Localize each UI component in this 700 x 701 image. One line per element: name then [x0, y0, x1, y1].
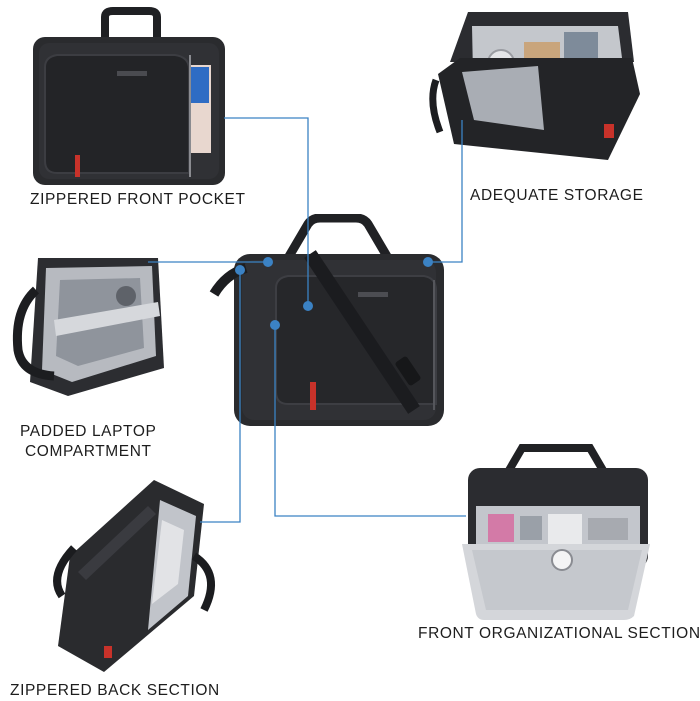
storage-photo: [429, 12, 640, 160]
caption-padded-laptop-line2: COMPARTMENT: [25, 443, 152, 460]
caption-front-organizational-section: FRONT ORGANIZATIONAL SECTION: [418, 625, 700, 642]
main-bag-photo: [209, 214, 444, 426]
caption-zippered-front-pocket: ZIPPERED FRONT POCKET: [30, 191, 246, 208]
caption-padded-laptop-line1: PADDED LAPTOP: [20, 423, 157, 440]
caption-adequate-storage: ADEQUATE STORAGE: [470, 187, 644, 204]
front-pocket-photo: [33, 6, 225, 185]
back-section-photo: [53, 480, 215, 672]
organizer-photo: [462, 444, 650, 620]
caption-zippered-back-section: ZIPPERED BACK SECTION: [10, 682, 220, 699]
laptop-compartment-photo: [12, 258, 164, 396]
